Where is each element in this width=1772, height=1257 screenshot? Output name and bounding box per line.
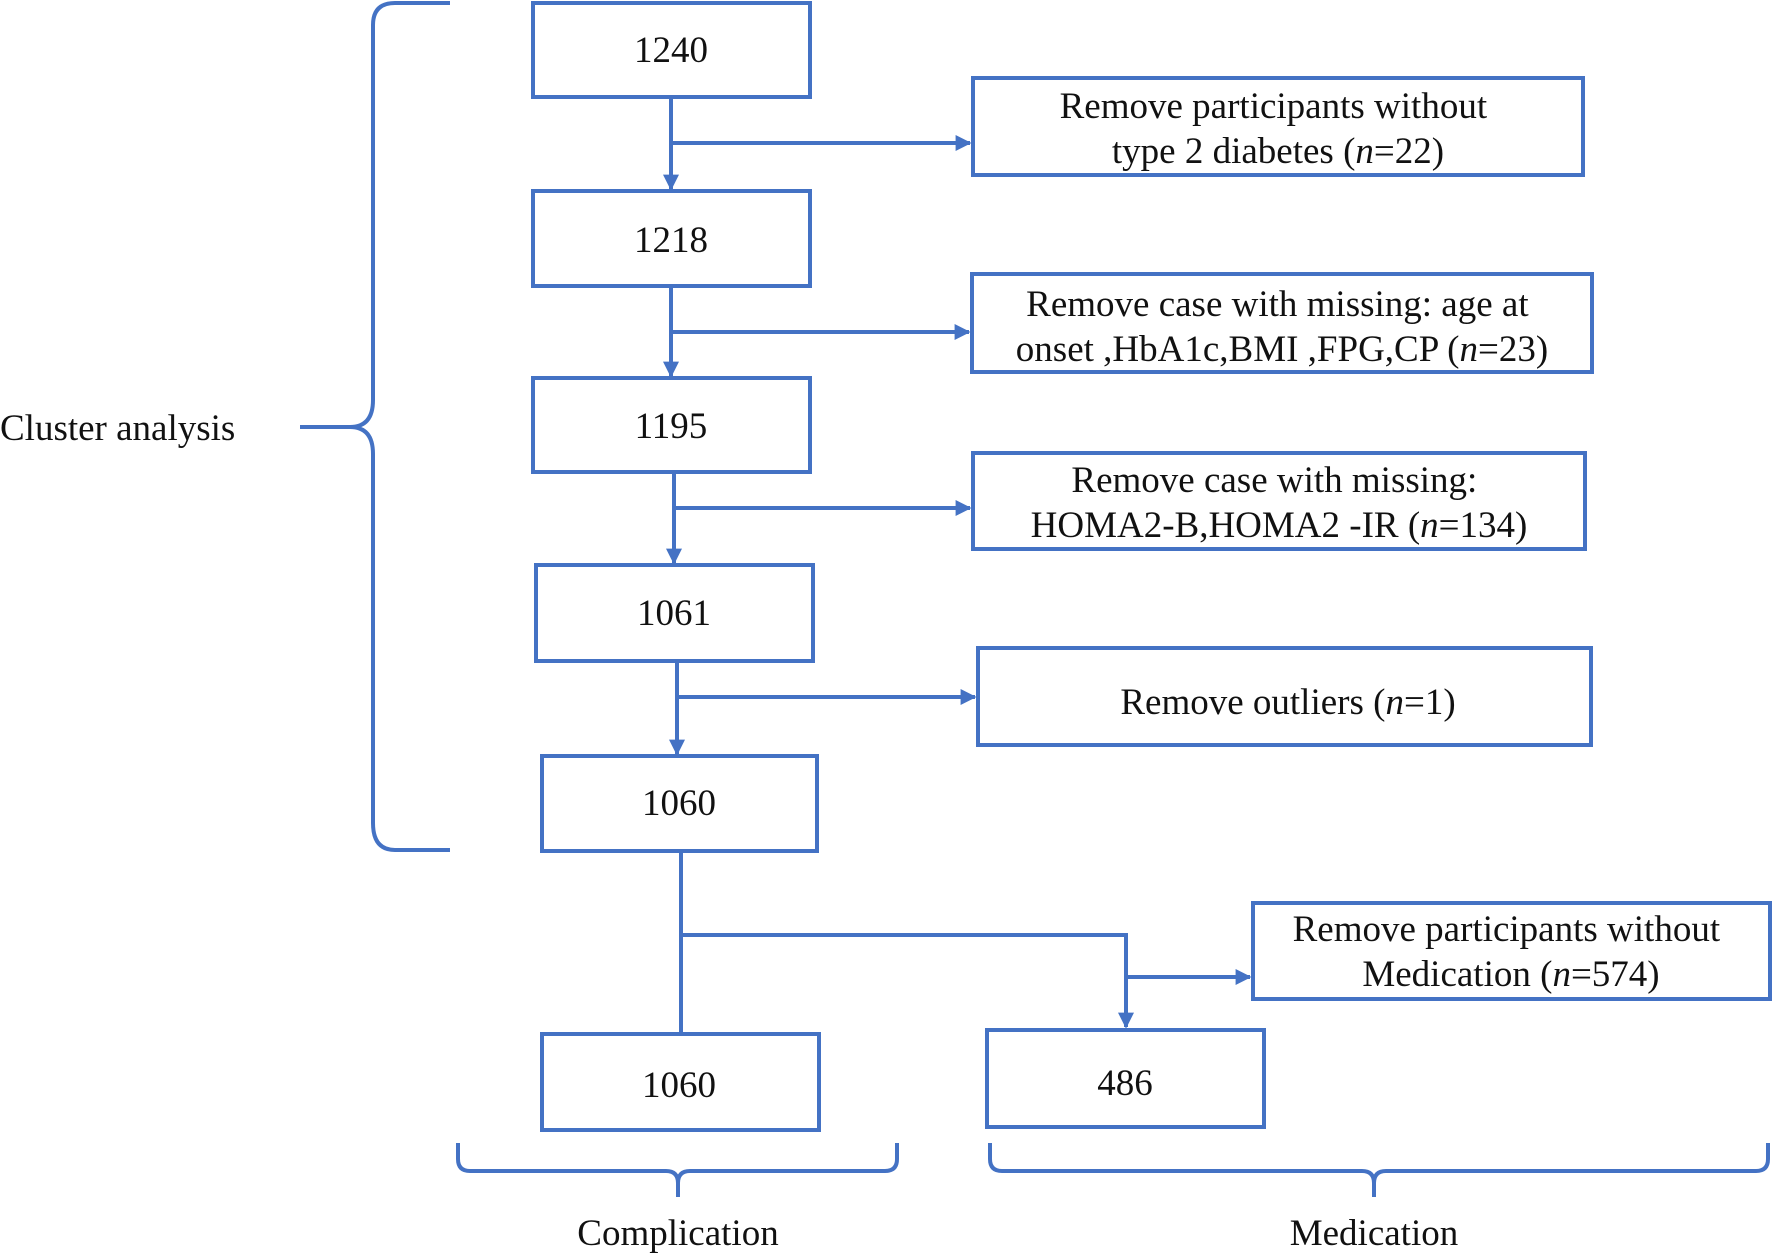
removal-text-1: Remove participants without type 2 diabe… [1060, 86, 1497, 172]
branch-to-medication [681, 933, 1134, 1029]
count-label-4: 1061 [637, 593, 711, 634]
removal-box-3 [971, 451, 1587, 551]
medication-count-label: 486 [1097, 1063, 1153, 1104]
cluster-analysis-label: Cluster analysis [0, 408, 235, 449]
cluster-brace [300, 1, 450, 852]
medication-brace [988, 1143, 1770, 1197]
removal-text-4: Remove outliers (n=1) [1120, 682, 1455, 723]
complication-count-box [540, 1032, 821, 1132]
count-box-3 [531, 376, 812, 474]
complication-count-label: 1060 [642, 1065, 716, 1106]
complication-label: Complication [577, 1213, 778, 1254]
count-box-2 [531, 189, 812, 288]
removal-box-4 [976, 646, 1593, 747]
count-label-5: 1060 [642, 783, 716, 824]
count-label-3: 1195 [635, 406, 708, 447]
complication-brace [456, 1143, 899, 1197]
removal-box-1 [971, 76, 1585, 177]
medication-label: Medication [1290, 1213, 1459, 1254]
count-label-2: 1218 [634, 220, 708, 261]
medication-removal-text: Remove participants without Medication (… [1293, 909, 1730, 995]
medication-removal-box [1251, 901, 1772, 1001]
count-box-1 [531, 1, 812, 99]
removal-text-3: Remove case with missing: HOMA2-B,HOMA2 … [1031, 460, 1528, 546]
removal-text-2: Remove case with missing: age at onset ,… [1016, 284, 1548, 370]
count-label-1: 1240 [634, 30, 708, 71]
removal-box-2 [970, 272, 1594, 374]
medication-count-box [985, 1028, 1266, 1129]
count-box-4 [534, 563, 815, 663]
